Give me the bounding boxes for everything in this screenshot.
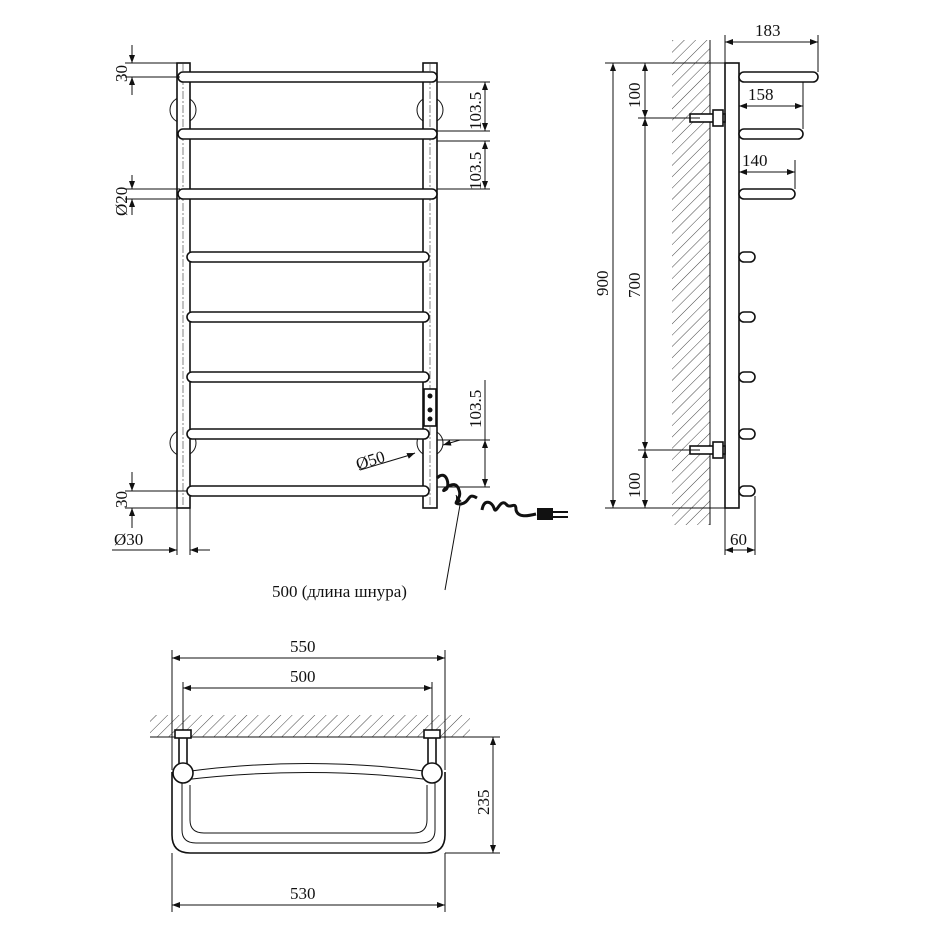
dim-top-offset: 30 [112,65,131,82]
dim-spacing-1: 103.5 [466,92,485,130]
dim-depth-top: 183 [755,21,781,40]
dim-mount-diameter: Ø50 [354,447,388,474]
dim-bottom-offset: 30 [112,491,131,508]
wall-mounts [169,96,444,457]
dim-overall-width: 550 [290,637,316,656]
rail-outline [171,772,446,854]
side-rungs [738,71,819,497]
side-view: 183 158 140 100 900 700 100 60 [593,21,819,555]
dim-bar-diameter: Ø20 [112,187,131,216]
control-box [423,388,437,427]
dim-mount-bottom: 100 [625,473,644,499]
wall-hatch-top [150,715,470,737]
dim-spacing-2: 103.5 [466,152,485,190]
plug-icon [537,508,553,520]
dim-mount-spacing: 700 [625,273,644,299]
dim-depth-second: 158 [748,85,774,104]
cord-length-label: 500 (длина шнура) [272,582,407,601]
dim-depth-lower: 60 [730,530,747,549]
dim-mount-top: 100 [625,83,644,109]
dim-post-diameter: Ø30 [114,530,143,549]
dim-bottom-width: 530 [290,884,316,903]
top-view: 550 500 235 530 [150,637,500,912]
dim-spacing-3: 103.5 [466,390,485,428]
front-view: 30 Ø20 30 Ø30 103.5 103.5 103.5 Ø50 500 … [112,45,568,601]
dim-total-height: 900 [593,271,612,297]
rungs [177,71,438,497]
dim-depth: 235 [474,790,493,816]
power-cord [435,473,537,518]
left-post [176,62,191,509]
dim-depth-third: 140 [742,151,768,170]
side-post [724,62,740,509]
dim-mount-width: 500 [290,667,316,686]
